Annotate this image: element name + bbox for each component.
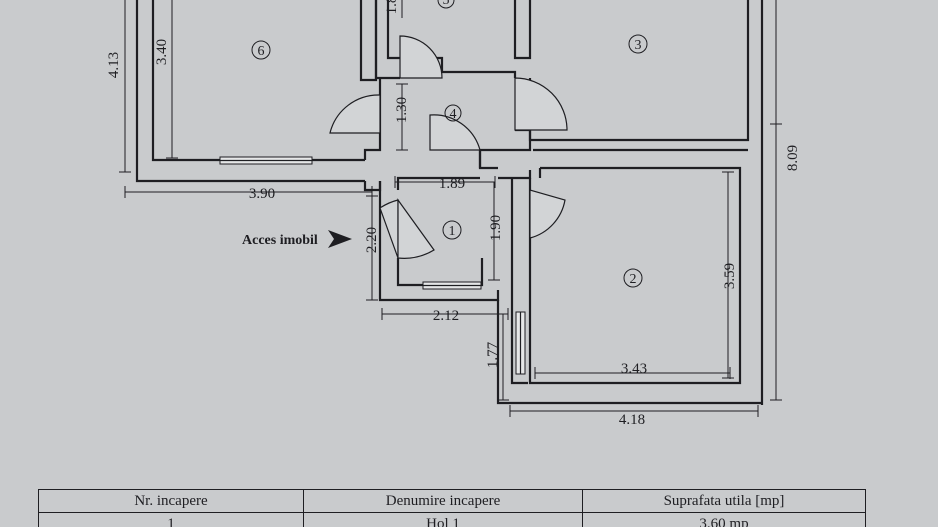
table-header-row: Nr. incapere Denumire incapere Suprafata… <box>38 489 866 513</box>
access-label: Acces imobil <box>242 233 318 248</box>
cell-nr: 1 <box>38 512 304 527</box>
room-2-marker: 2 <box>623 268 643 288</box>
dim-8-09: 8.09 <box>785 145 801 171</box>
dim-3-40: 3.40 <box>154 39 170 65</box>
dim-1-89: 1.89 <box>439 176 465 192</box>
rooms-table: Nr. incapere Denumire incapere Suprafata… <box>38 489 866 527</box>
room-6-walls <box>135 0 378 183</box>
dim-1-90: 1.90 <box>488 215 504 241</box>
dim-4-18: 4.18 <box>619 412 645 428</box>
rooms-table-wrap: Nr. incapere Denumire incapere Suprafata… <box>38 489 866 527</box>
dim-1-8: 1.8 <box>384 0 400 14</box>
dim-2-12: 2.12 <box>433 308 459 324</box>
room-6-number: 6 <box>258 44 265 59</box>
table-row: 1 Hol 1 3.60 mp <box>38 512 866 527</box>
dim-3-43: 3.43 <box>621 361 647 377</box>
room-numbers: 6 5 3 4 1 2 <box>251 0 648 288</box>
dim-3-59: 3.59 <box>722 263 738 289</box>
room-4-number: 4 <box>450 107 457 122</box>
room-1-number: 1 <box>449 224 456 239</box>
header-denumire: Denumire incapere <box>303 489 583 513</box>
access-arrow-icon <box>328 230 352 248</box>
room-5-walls <box>374 0 532 80</box>
dim-3-90: 3.90 <box>249 186 275 202</box>
room-5-number: 5 <box>443 0 450 8</box>
room-3-marker: 3 <box>628 34 648 54</box>
dimension-labels: 4.13 3.40 1.8 3.90 1.30 1.89 2.20 1.90 3… <box>106 0 801 428</box>
room-4-marker: 4 <box>444 104 462 122</box>
dim-1-77: 1.77 <box>485 341 501 368</box>
doors <box>329 35 568 259</box>
dim-1-30: 1.30 <box>394 97 410 123</box>
dim-4-13: 4.13 <box>106 52 122 78</box>
dimension-lines <box>119 0 782 417</box>
dim-2-20: 2.20 <box>364 227 380 253</box>
header-suprafata: Suprafata utila [mp] <box>582 489 866 513</box>
room-5-marker: 5 <box>437 0 455 9</box>
room-2-number: 2 <box>630 272 637 287</box>
access-marker: Acces imobil <box>242 230 352 248</box>
cell-suprafata: 3.60 mp <box>582 512 866 527</box>
header-nr: Nr. incapere <box>38 489 304 513</box>
room-6-marker: 6 <box>251 40 271 60</box>
room-1-marker: 1 <box>442 220 462 240</box>
cell-denumire: Hol 1 <box>303 512 583 527</box>
hall-walls <box>363 78 762 405</box>
room-3-number: 3 <box>635 38 642 53</box>
room-2-walls <box>422 166 742 385</box>
